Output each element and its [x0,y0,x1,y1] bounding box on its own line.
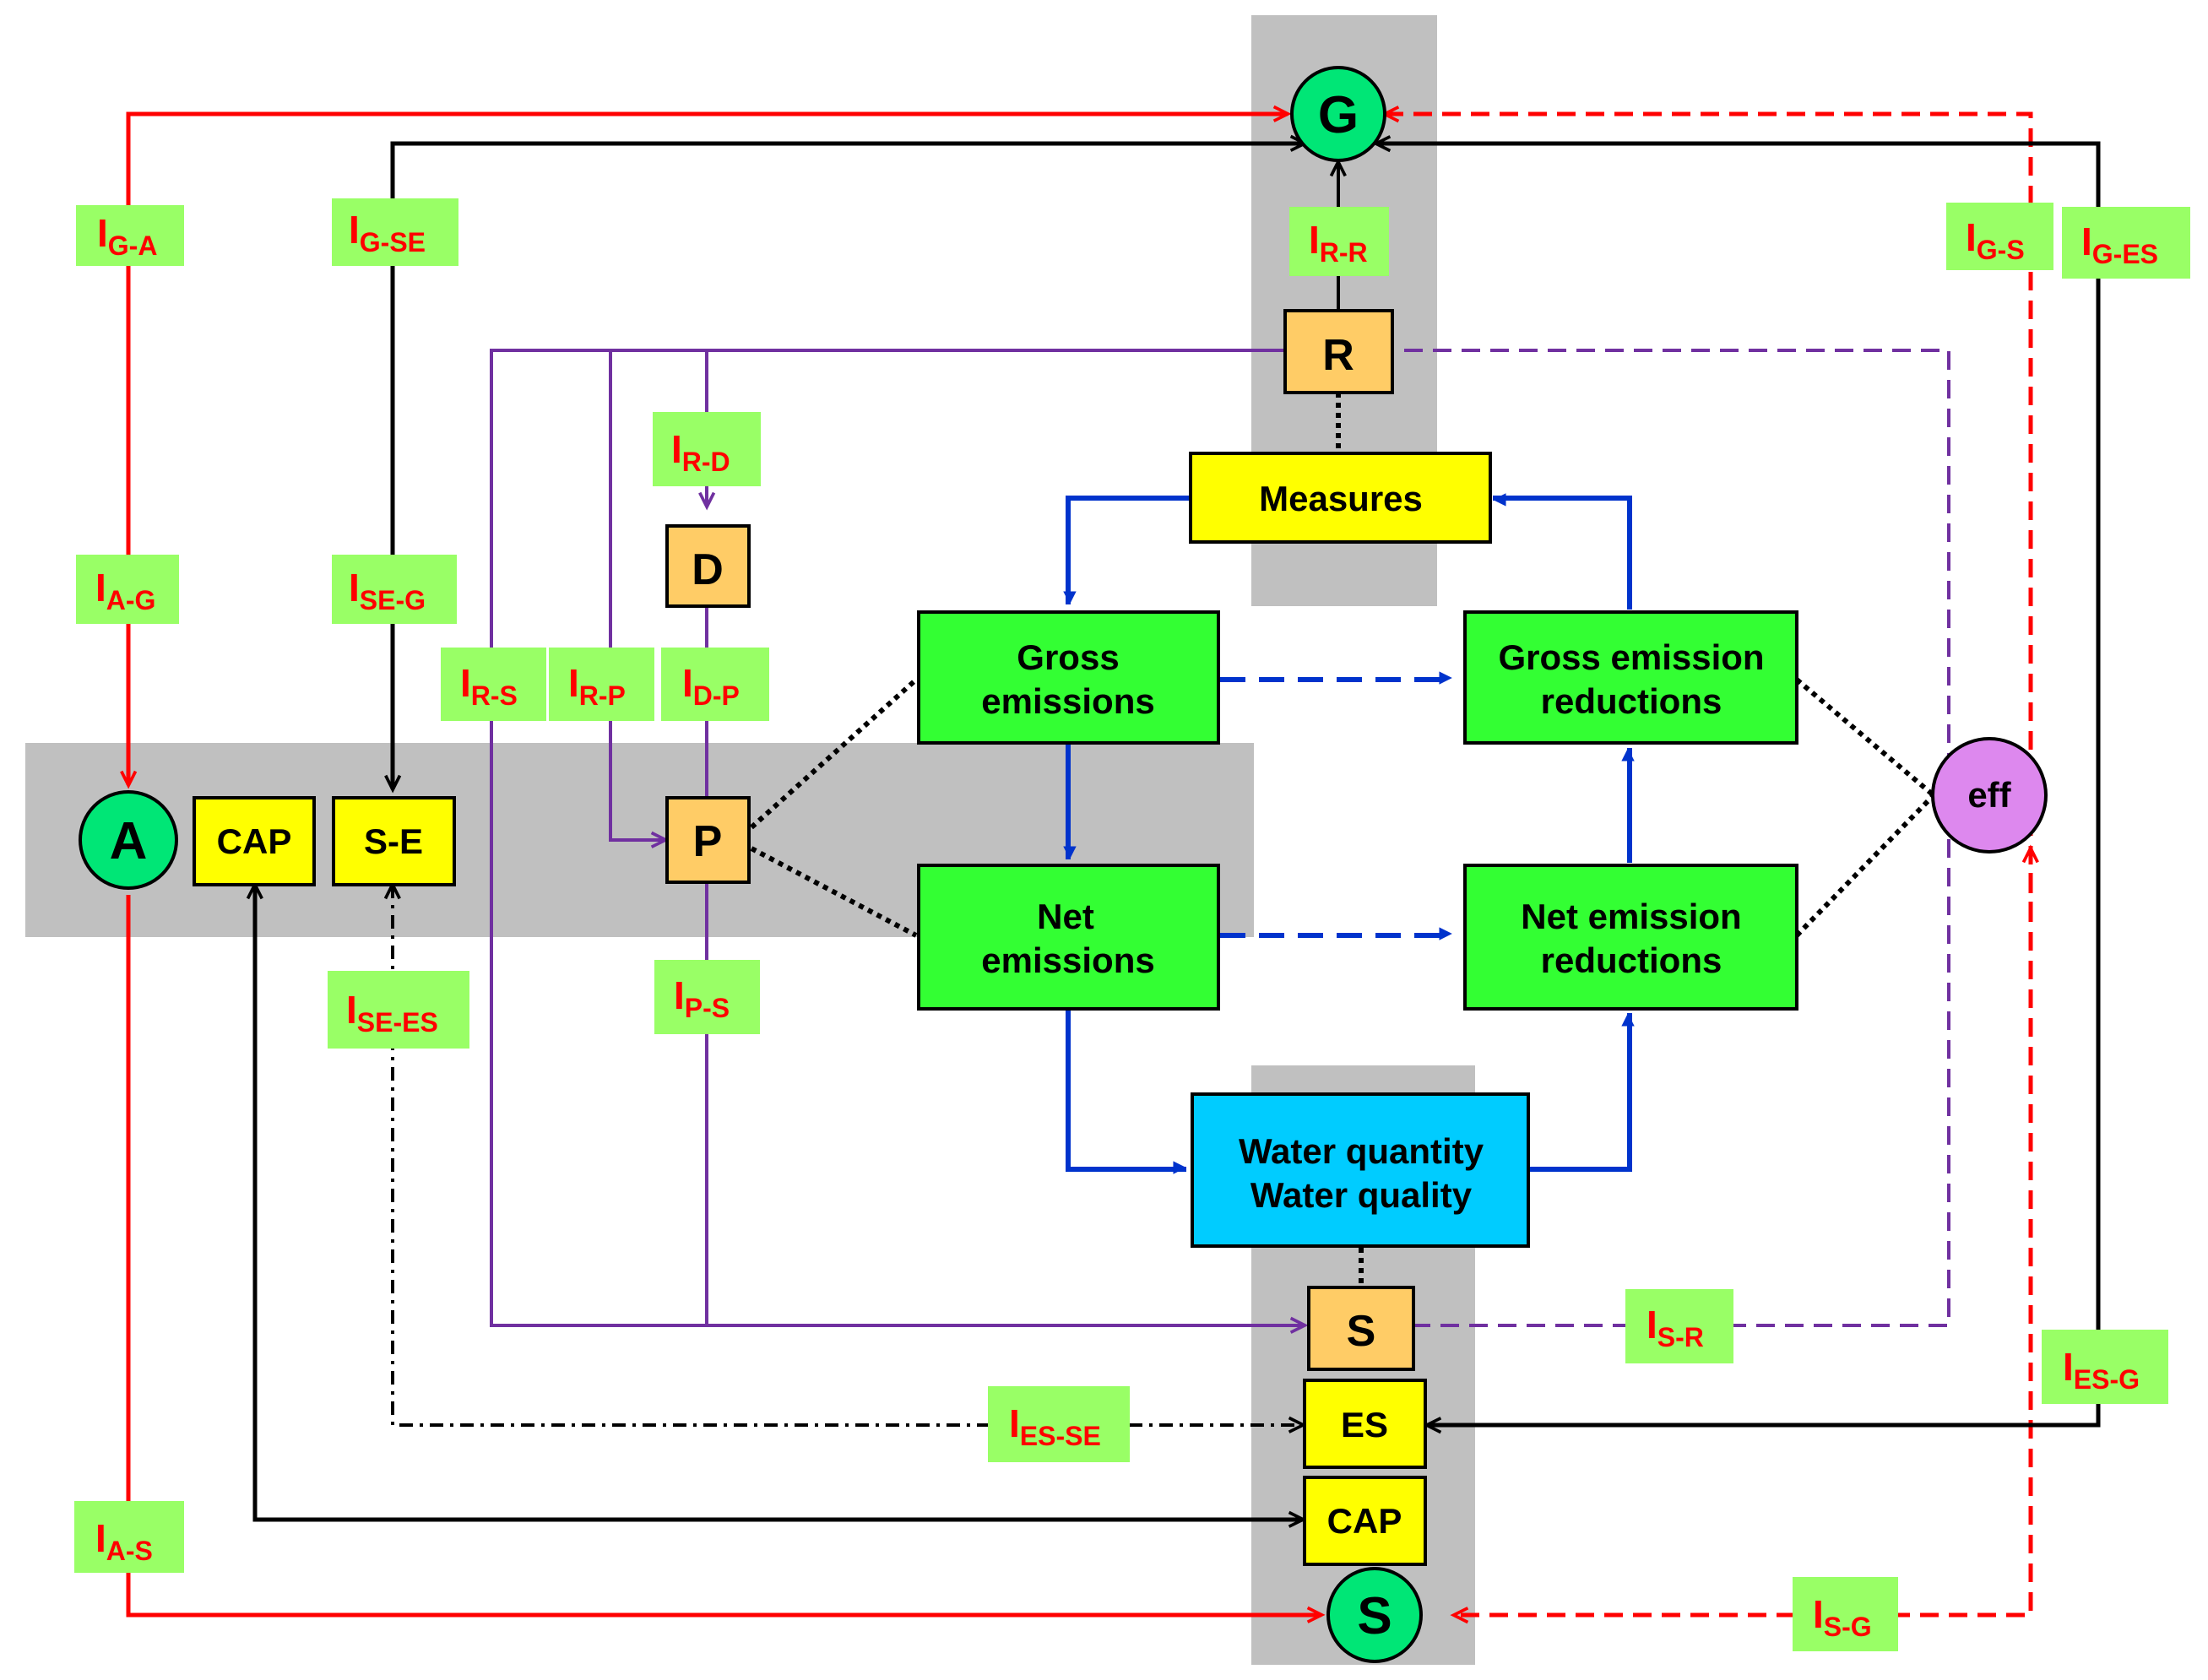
label-es-g: IES-G [2042,1330,2168,1404]
edge-cap-cap-black [246,881,1307,1528]
svg-text:R: R [1322,331,1354,380]
label-r-p: IR-P [549,648,654,721]
node-measures-box: Measures [1189,452,1492,544]
edge-net-water [1066,1009,1186,1174]
label-d-p: ID-P [661,648,769,721]
svg-text:G: G [1318,86,1359,144]
svg-text:IG-S: IG-S [1966,215,2025,265]
svg-text:Water quantity: Water quantity [1239,1131,1484,1171]
svg-text:Net: Net [1037,897,1094,936]
svg-text:IG-SE: IG-SE [349,208,426,257]
svg-text:S: S [1357,1587,1392,1645]
svg-text:emissions: emissions [981,681,1154,721]
node-eff-circle: eff [1931,737,2048,854]
svg-text:IES-SE: IES-SE [1009,1401,1101,1451]
node-net-reductions-box: Net emission reductions [1463,864,1798,1011]
label-p-s: IP-S [654,960,760,1034]
svg-text:IS-G: IS-G [1813,1592,1872,1642]
svg-text:IG-ES: IG-ES [2081,219,2158,269]
label-s-g: IS-G [1793,1577,1898,1651]
dotted-p-gross [749,677,919,830]
svg-text:Gross emission: Gross emission [1498,637,1764,677]
node-net-emissions-box: Net emissions [917,864,1220,1011]
svg-text:S-E: S-E [364,821,423,861]
dotted-grossred-eff [1795,677,1935,798]
label-es-se: IES-SE [988,1386,1130,1462]
node-g-circle: G [1290,66,1386,162]
node-d-box: D [665,524,751,608]
label-a-s: IA-S [74,1501,184,1573]
svg-text:IS-R: IS-R [1647,1303,1704,1352]
edge-g-s-dashed-top [1381,106,2033,1624]
label-a-g: IA-G [76,555,179,624]
edge-water-netred [1530,1013,1635,1172]
svg-text:S: S [1347,1307,1376,1356]
label-s-r: IS-R [1625,1289,1733,1363]
node-p-box: P [665,796,751,884]
svg-text:ES: ES [1341,1405,1388,1444]
node-gross-emissions-box: Gross emissions [917,610,1220,745]
svg-text:A: A [110,812,148,870]
label-g-s: IG-S [1946,203,2053,270]
svg-text:emissions: emissions [981,940,1154,980]
node-water-box: Water quantity Water quality [1191,1092,1530,1248]
node-es-box: ES [1303,1379,1427,1469]
svg-text:IR-S: IR-S [460,661,518,711]
node-se-box: S-E [332,796,456,886]
svg-text:reductions: reductions [1541,681,1722,721]
node-gross-reductions-box: Gross emission reductions [1463,610,1798,745]
edge-a-to-s-red [126,895,1326,1623]
svg-text:ID-P: ID-P [682,661,740,711]
label-g-a: IG-A [76,205,184,266]
node-cap-bottom-box: CAP [1303,1476,1427,1566]
label-r-s: IR-S [441,648,546,721]
svg-text:Water quality: Water quality [1250,1175,1473,1215]
edge-r-purple-main [490,349,1309,1334]
svg-text:IP-S: IP-S [674,973,730,1023]
edge-r-p-purple [609,350,670,848]
svg-text:Gross: Gross [1017,637,1119,677]
edge-es-g-black [1372,135,2101,1434]
label-se-g: ISE-G [332,555,457,624]
svg-text:P: P [693,817,723,866]
svg-text:IR-P: IR-P [568,661,626,711]
label-r-d: IR-D [653,412,761,486]
svg-text:Net emission: Net emission [1521,897,1741,936]
label-g-es: IG-ES [2062,207,2190,279]
svg-text:ISE-G: ISE-G [349,566,426,615]
svg-text:Measures: Measures [1259,479,1423,518]
dotted-netred-eff [1794,793,1936,938]
node-s-box: S [1307,1286,1415,1371]
svg-text:D: D [692,545,724,594]
svg-text:IR-R: IR-R [1309,218,1368,268]
svg-text:IA-G: IA-G [95,566,155,615]
node-s-circle: S [1326,1567,1423,1663]
svg-text:IES-G: IES-G [2063,1345,2140,1395]
svg-text:CAP: CAP [1327,1501,1402,1541]
edge-measures-gross [1063,496,1189,604]
label-r-r: IR-R [1289,207,1389,276]
svg-text:IG-A: IG-A [97,211,157,261]
edge-grossred-measures [1493,493,1632,610]
node-cap-left-box: CAP [193,796,316,886]
svg-text:CAP: CAP [217,821,292,861]
dotted-p-net [750,846,918,938]
svg-text:IR-D: IR-D [671,427,730,477]
svg-text:reductions: reductions [1541,940,1722,980]
svg-text:ISE-ES: ISE-ES [346,988,438,1038]
node-r-box: R [1283,309,1394,394]
label-g-se: IG-SE [332,198,458,266]
node-a-circle: A [79,790,178,890]
label-se-es: ISE-ES [328,971,469,1049]
svg-text:IA-S: IA-S [95,1516,153,1566]
svg-text:eff: eff [1967,775,2011,815]
